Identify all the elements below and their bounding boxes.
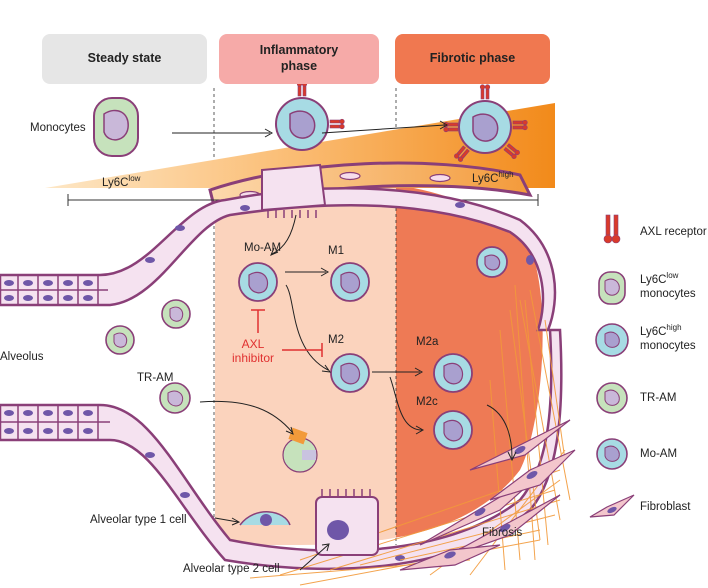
legend-ly6c-high-sup: high xyxy=(666,323,682,333)
legend-ly6c-low-base: Ly6C xyxy=(640,274,667,286)
legend-ly6c-low: Ly6Clow monocytes xyxy=(640,271,696,302)
legend-tr-am-icon xyxy=(596,382,628,414)
lower-epithelium-nuclei xyxy=(4,410,405,561)
mo-am-cell xyxy=(238,262,278,302)
phase-inflammatory: Inflammatory phase xyxy=(219,34,379,84)
fibrotic-monocyte xyxy=(458,100,512,154)
upper-epithelium-grid xyxy=(0,275,108,305)
upper-epithelium xyxy=(0,187,557,332)
label-m2a: M2a xyxy=(416,336,439,348)
label-ly6c-high-base: Ly6C xyxy=(472,173,499,185)
phase-steady-state: Steady state xyxy=(42,34,207,84)
inflammatory-monocyte xyxy=(275,97,329,151)
steady-monocyte xyxy=(93,97,139,157)
label-ly6c-low: Ly6Clow xyxy=(102,174,141,190)
alveolar-type2-cell-top xyxy=(261,163,327,218)
label-m1: M1 xyxy=(328,245,344,257)
lower-epithelium-grid xyxy=(0,405,110,440)
tr-am-cell-2 xyxy=(105,325,135,355)
m1-cell xyxy=(330,262,370,302)
phase-fibrotic: Fibrotic phase xyxy=(395,34,550,84)
legend-tr-am: TR-AM xyxy=(640,392,677,404)
legend-axl-receptor-icon xyxy=(603,214,621,244)
legend-fibroblast: Fibroblast xyxy=(640,501,691,513)
fibroblast-nuclei xyxy=(444,446,538,559)
label-ly6c-high: Ly6Chigh xyxy=(472,170,514,186)
legend-axl-receptor: AXL receptor xyxy=(640,226,707,238)
label-alveolar-type2: Alveolar type 2 cell xyxy=(183,563,280,575)
m2a-cell xyxy=(433,353,473,393)
arrows xyxy=(172,120,517,571)
label-mo-am: Mo-AM xyxy=(244,242,282,254)
legend-mo-am-icon xyxy=(596,438,628,470)
legend-ly6c-low-rest: monocytes xyxy=(640,287,696,300)
label-ly6c-low-base: Ly6C xyxy=(102,177,129,189)
legend-ly6c-low-sup: low xyxy=(666,271,679,281)
m2c-cell xyxy=(433,410,473,450)
label-monocytes: Monocytes xyxy=(30,122,86,134)
legend-mo-am: Mo-AM xyxy=(640,448,678,460)
legend-ly6c-high-base: Ly6C xyxy=(640,326,667,338)
label-alveolus: Alveolus xyxy=(0,351,44,363)
label-m2c: M2c xyxy=(416,396,438,408)
lower-epithelium xyxy=(0,328,563,571)
axl-inhibitor-bars xyxy=(251,309,323,357)
label-axl-inhibitor: AXL inhibitor xyxy=(232,337,275,365)
apoptotic-cell xyxy=(282,427,318,473)
legend-icons xyxy=(589,214,635,518)
legend-fibroblast-icon xyxy=(589,494,635,518)
legend-ly6c-high: Ly6Chigh monocytes xyxy=(640,323,696,354)
label-ly6c-high-sup: high xyxy=(498,170,514,180)
alveolar-type1-cell xyxy=(239,511,291,526)
migrating-monocyte xyxy=(476,246,508,278)
label-alveolar-type1: Alveolar type 1 cell xyxy=(90,514,187,526)
label-fibrosis: Fibrosis xyxy=(482,527,523,539)
tr-am-cell-3 xyxy=(159,382,191,414)
legend-ly6c-low-icon xyxy=(598,271,626,305)
label-tr-am: TR-AM xyxy=(137,372,174,384)
tr-am-cell-1 xyxy=(161,299,191,329)
legend-ly6c-high-icon xyxy=(595,323,629,357)
upper-epithelium-nuclei xyxy=(4,202,534,301)
legend-ly6c-high-rest: monocytes xyxy=(640,339,696,352)
alveolar-type2-cell xyxy=(315,489,379,556)
label-ly6c-low-sup: low xyxy=(128,174,141,184)
m2-cell xyxy=(330,353,370,393)
label-m2: M2 xyxy=(328,334,344,346)
